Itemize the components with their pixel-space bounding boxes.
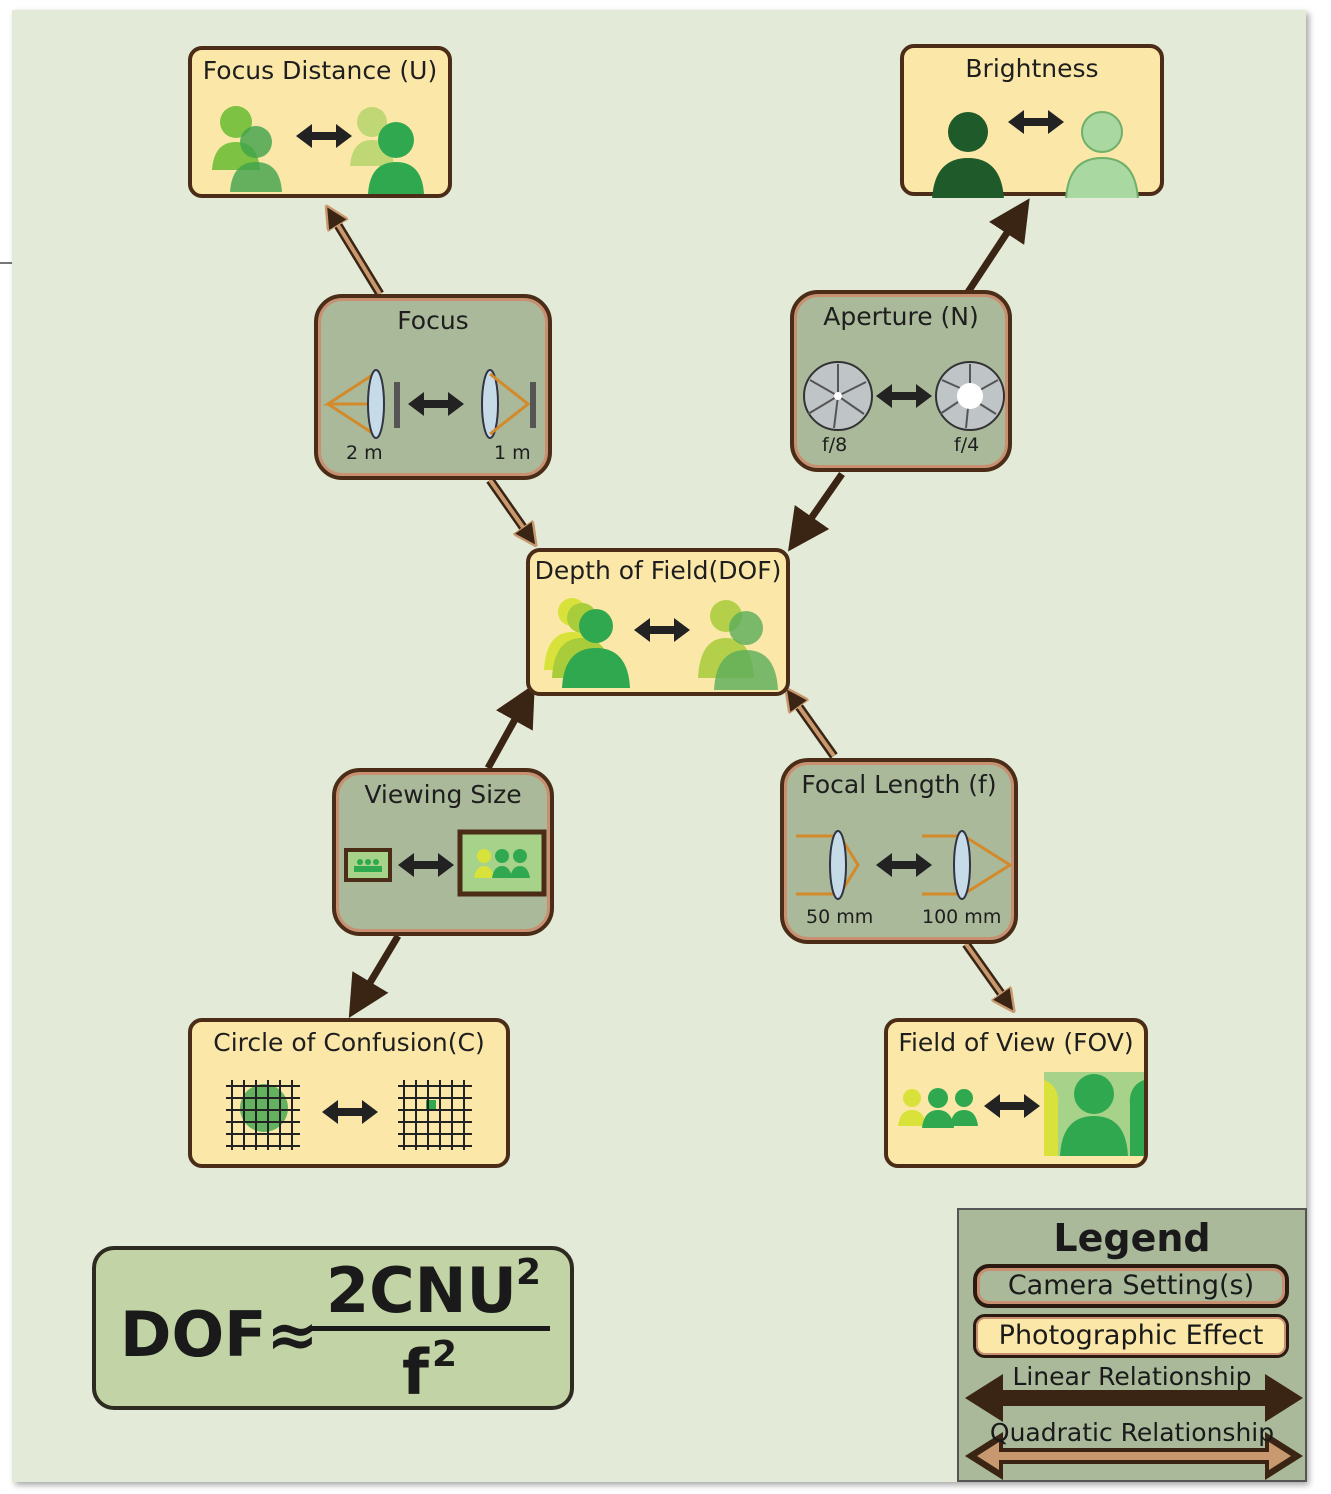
aperture-setting-box: Aperture (N) f/8 f/4 <box>790 290 1012 472</box>
coc-icons <box>226 1080 472 1150</box>
light-person-icon <box>1065 111 1139 198</box>
brightness-icons <box>932 110 1139 198</box>
fov-box: Field of View (FOV) <box>884 1018 1148 1168</box>
arrow-focus-to-focus-distance <box>330 212 384 297</box>
aperture-small-label: f/8 <box>822 434 848 456</box>
short-lens-icon <box>796 830 860 900</box>
arrow-viewing-size-to-dof <box>484 683 535 770</box>
small-print-icon <box>344 848 392 882</box>
lens-far-icon <box>322 369 400 439</box>
aperture-wide-label: f/4 <box>954 434 980 456</box>
formula-denominator: f <box>402 1336 429 1409</box>
large-print-icon <box>457 829 547 897</box>
large-blur-grid-icon <box>226 1080 300 1150</box>
legend-arrows <box>965 1374 1303 1480</box>
double-arrow-icon <box>984 1094 1040 1118</box>
double-arrow-icon <box>876 384 932 408</box>
formula-numerator-exponent: 2 <box>516 1252 542 1293</box>
focus-distance-box: Focus Distance (U) <box>188 46 452 198</box>
lens-near-icon <box>481 369 536 439</box>
small-aperture-icon <box>803 361 873 431</box>
legend-title: Legend <box>1053 1216 1211 1260</box>
blurry-person-icon <box>230 126 282 192</box>
focus-icons <box>322 369 536 439</box>
double-arrow-icon <box>322 1100 378 1124</box>
formula-denominator-exponent: 2 <box>432 1334 458 1375</box>
small-blur-grid-icon <box>398 1080 472 1150</box>
dof-icons <box>544 598 778 690</box>
double-arrow-icon <box>296 124 352 148</box>
sharp-group-icon <box>544 598 630 688</box>
arrow-focal-length-to-dof <box>790 694 838 759</box>
fov-title: Field of View (FOV) <box>898 1028 1134 1057</box>
focus-far-label: 2 m <box>346 442 383 464</box>
linear-arrow-icon <box>965 1374 1303 1422</box>
narrow-view-group-icon <box>1044 1072 1144 1156</box>
dark-person-icon <box>932 112 1004 198</box>
coc-box: Circle of Confusion(C) <box>188 1018 510 1168</box>
viewing-size-title: Viewing Size <box>364 780 522 809</box>
focal-length-setting-box: Focal Length (f) 50 mm 100 mm <box>780 758 1018 944</box>
double-arrow-icon <box>408 392 464 416</box>
arrow-viewing-size-to-coc <box>348 934 402 1019</box>
dof-formula: DOF≈ 2CNU 2 f 2 <box>92 1246 574 1410</box>
legend-camera-setting: Camera Setting(s) <box>973 1264 1289 1308</box>
person-icon <box>368 122 424 194</box>
focus-title: Focus <box>397 306 469 335</box>
long-lens-icon <box>922 830 1013 900</box>
focus-distance-icons <box>212 106 424 194</box>
dof-box: Depth of Field(DOF) <box>526 548 790 696</box>
shallow-group-icon <box>698 600 778 690</box>
focus-setting-box: Focus 2 m 1 m <box>314 294 552 480</box>
wide-aperture-icon <box>935 361 1005 431</box>
double-arrow-icon <box>1008 110 1064 134</box>
legend: Legend Camera Setting(s) Photographic Ef… <box>957 1208 1307 1482</box>
edge-rule <box>0 262 12 264</box>
fov-icons <box>898 1072 1144 1156</box>
formula-numerator: 2CNU <box>326 1254 517 1327</box>
legend-photographic-effect: Photographic Effect <box>973 1314 1289 1358</box>
brightness-box: Brightness <box>900 44 1164 198</box>
legend-linear-label: Linear Relationship <box>1012 1362 1252 1391</box>
arrow-focus-to-dof <box>486 477 532 540</box>
aperture-icons <box>803 361 1005 431</box>
formula-fraction-bar <box>310 1326 550 1331</box>
brightness-title: Brightness <box>965 54 1099 83</box>
quadratic-arrow-icon <box>965 1432 1303 1480</box>
legend-quadratic-label: Quadratic Relationship <box>989 1418 1275 1447</box>
double-arrow-icon <box>634 618 690 642</box>
aperture-title: Aperture (N) <box>823 302 979 331</box>
focal-length-icons <box>796 830 1013 900</box>
wide-view-group-icon <box>898 1088 978 1128</box>
arrow-aperture-to-dof <box>787 471 845 552</box>
dof-title: Depth of Field(DOF) <box>534 556 782 585</box>
focal-short-label: 50 mm <box>806 906 874 928</box>
formula-lhs: DOF≈ <box>120 1298 319 1371</box>
coc-title: Circle of Confusion(C) <box>213 1028 485 1057</box>
focus-near-label: 1 m <box>494 442 531 464</box>
double-arrow-icon <box>876 853 932 877</box>
viewing-size-icons <box>344 829 547 897</box>
focus-distance-title: Focus Distance (U) <box>202 56 438 85</box>
double-arrow-icon <box>398 853 454 877</box>
focal-long-label: 100 mm <box>922 906 1002 928</box>
arrow-aperture-to-brightness <box>965 198 1030 294</box>
focal-length-title: Focal Length (f) <box>801 770 997 799</box>
viewing-size-setting-box: Viewing Size <box>332 768 554 936</box>
arrow-focal-length-to-fov <box>962 941 1010 1006</box>
